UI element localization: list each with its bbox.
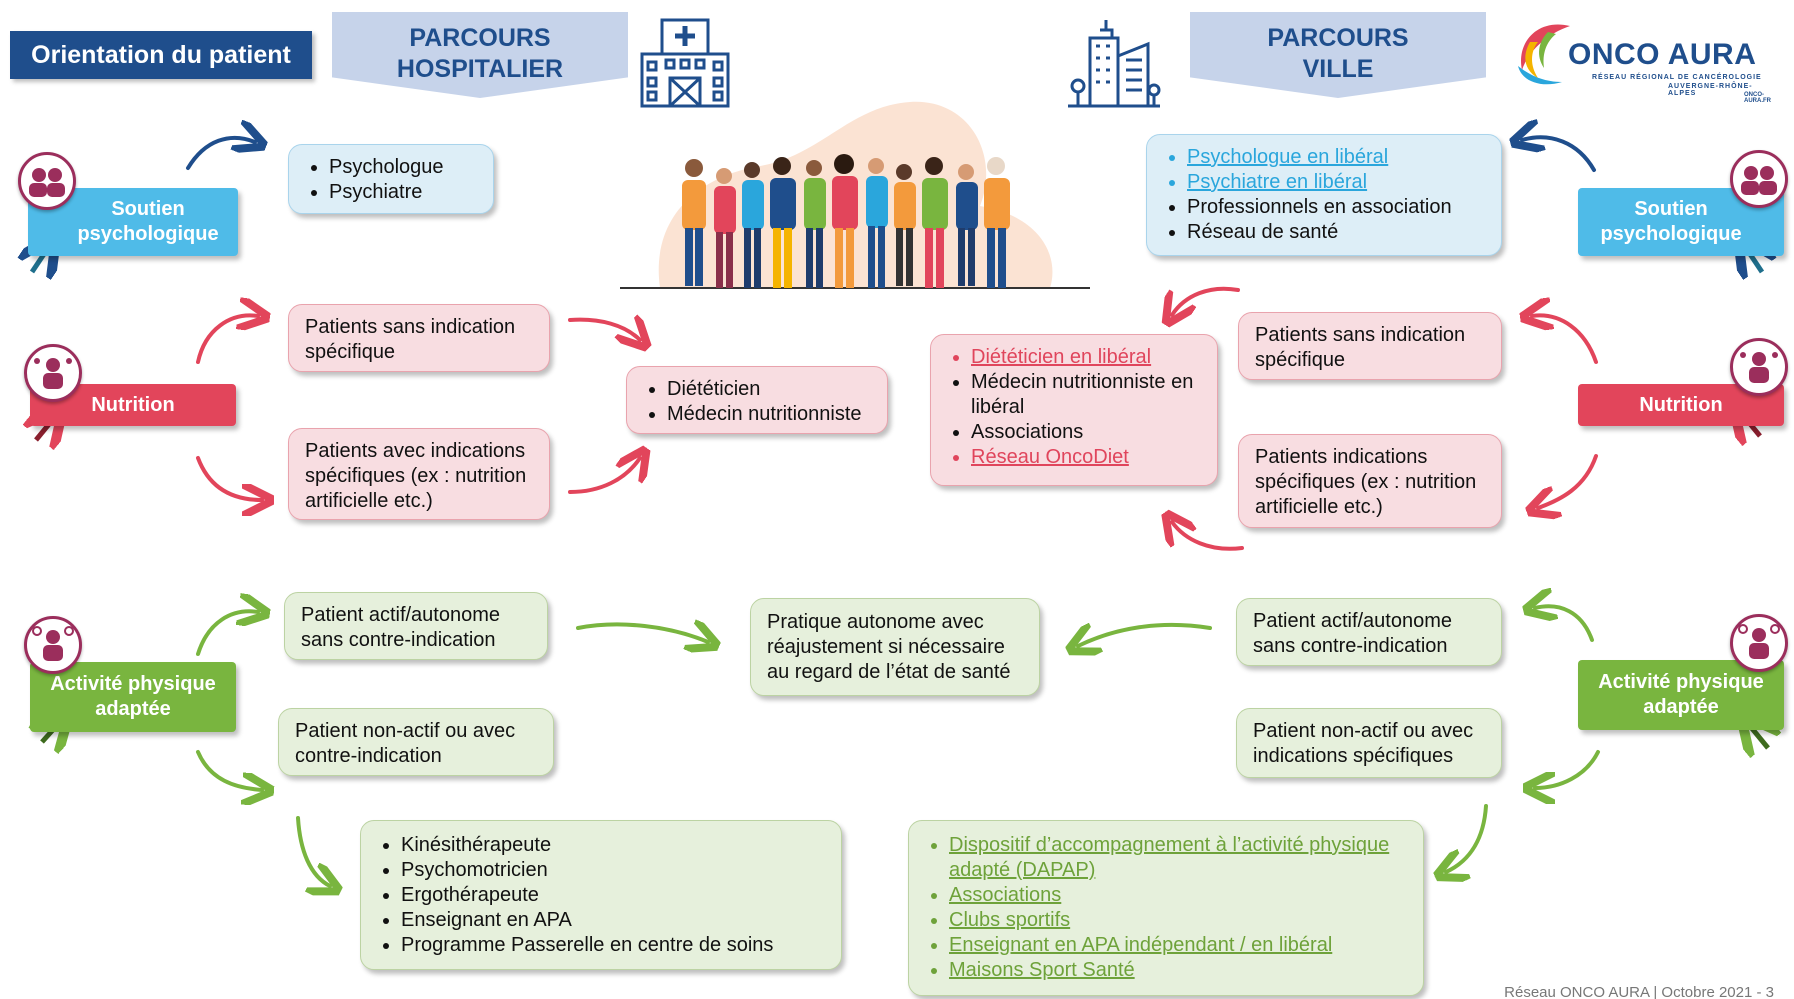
people-crowd-illustration (620, 101, 1090, 289)
link-reseau-oncodiet[interactable]: Réseau OncoDiet (971, 446, 1129, 468)
list-item: Programme Passerelle en centre de soins (401, 933, 825, 958)
link-clubs-sportifs[interactable]: Clubs sportifs (949, 909, 1071, 931)
banner-parcours-hospitalier: PARCOURS HOSPITALIER (332, 12, 628, 98)
link-maisons-sport-sante[interactable]: Maisons Sport Santé (949, 959, 1135, 981)
banner-line: HOSPITALIER (396, 55, 564, 83)
list-item: Réseau de santé (1187, 220, 1485, 245)
hospital-psy-box: Psychologue Psychiatre (288, 144, 494, 214)
hospital-icon (640, 18, 730, 108)
list-item: Diététicien en libéral (971, 345, 1201, 370)
list-item: Enseignant en APA indépendant / en libér… (949, 933, 1407, 958)
nutrition-person-icon (1730, 338, 1788, 396)
hospital-nut-sans-box: Patients sans indication spécifique (288, 304, 550, 372)
footer-text: Réseau ONCO AURA | Octobre 2021 - 3 (1504, 984, 1774, 999)
logo-url: ONCO-AURA.FR (1744, 92, 1771, 104)
hospital-apa-nonactif-box: Patient non-actif ou avec contre-indicat… (278, 708, 554, 776)
link-associations[interactable]: Associations (949, 884, 1062, 906)
list-item: Diététicien (667, 377, 871, 402)
ville-psy-box: Psychologue en libéral Psychiatre en lib… (1146, 134, 1502, 256)
hospital-apa-pros-box: Kinésithérapeute Psychomotricien Ergothé… (360, 820, 842, 970)
category-nutrition-left: Nutrition (30, 384, 236, 426)
list-item: Psychologue (329, 155, 477, 180)
list-item: Psychomotricien (401, 858, 825, 883)
link-psychologue-liberal[interactable]: Psychologue en libéral (1187, 146, 1389, 168)
list-item: Associations (971, 420, 1201, 445)
ville-nut-avec-box: Patients indications spécifiques (ex : n… (1238, 434, 1502, 528)
people-talking-icon (18, 152, 76, 210)
link-psychiatre-liberal[interactable]: Psychiatre en libéral (1187, 171, 1368, 193)
list-item: Clubs sportifs (949, 908, 1407, 933)
list-item: Psychiatre en libéral (1187, 170, 1485, 195)
banner-line: PARCOURS (1267, 24, 1409, 52)
ville-nut-pros-box: Diététicien en libéral Médecin nutrition… (930, 334, 1218, 486)
ville-apa-actif-box: Patient actif/autonome sans contre-indic… (1236, 598, 1502, 666)
category-soutien-left: Soutien psychologique (28, 188, 238, 256)
hospital-apa-actif-box: Patient actif/autonome sans contre-indic… (284, 592, 548, 660)
hospital-nut-avec-box: Patients avec indications spécifiques (e… (288, 428, 550, 520)
onco-aura-logo: ONCO AURA RÉSEAU RÉGIONAL DE CANCÉROLOGI… (1508, 10, 1778, 104)
banner-line: PARCOURS (409, 24, 551, 52)
logo-subtitle2: AUVERGNE-RHÔNE-ALPES (1668, 83, 1753, 97)
ville-nut-sans-box: Patients sans indication spécifique (1238, 312, 1502, 380)
sport-person-icon (24, 616, 82, 674)
logo-text: ONCO AURA (1568, 38, 1757, 71)
city-buildings-icon (1068, 20, 1161, 108)
banner-line: VILLE (1302, 55, 1374, 83)
list-item: Ergothérapeute (401, 883, 825, 908)
list-item: Dispositif d’accompagnement à l’activité… (949, 833, 1407, 883)
logo-subtitle: RÉSEAU RÉGIONAL DE CANCÉROLOGIE (1592, 74, 1762, 81)
banner-parcours-ville: PARCOURS VILLE (1190, 12, 1486, 98)
list-item: Associations (949, 883, 1407, 908)
people-talking-icon (1730, 150, 1788, 208)
link-dapap[interactable]: Dispositif d’accompagnement à l’activité… (949, 834, 1390, 881)
list-item: Psychiatre (329, 180, 477, 205)
logo-swirl-icon (1518, 24, 1570, 85)
sport-person-icon (1730, 614, 1788, 672)
pratique-autonome-box: Pratique autonome avec réajustement si n… (750, 598, 1040, 696)
page-title: Orientation du patient (10, 31, 312, 79)
list-item: Réseau OncoDiet (971, 445, 1201, 470)
ville-apa-links-box: Dispositif d’accompagnement à l’activité… (908, 820, 1424, 996)
link-dieteticien-liberal[interactable]: Diététicien en libéral (971, 346, 1152, 368)
list-item: Maisons Sport Santé (949, 958, 1407, 983)
link-enseignant-apa[interactable]: Enseignant en APA indépendant / en libér… (949, 934, 1333, 956)
list-item: Médecin nutritionniste en libéral (971, 370, 1201, 420)
category-activite-left: Activité physique adaptée (30, 662, 236, 732)
list-item: Kinésithérapeute (401, 833, 825, 858)
list-item: Professionnels en association (1187, 195, 1485, 220)
ville-apa-nonactif-box: Patient non-actif ou avec indications sp… (1236, 708, 1502, 778)
list-item: Enseignant en APA (401, 908, 825, 933)
list-item: Médecin nutritionniste (667, 402, 871, 427)
list-item: Psychologue en libéral (1187, 145, 1485, 170)
nutrition-person-icon (24, 344, 82, 402)
hospital-nut-pros-box: Diététicien Médecin nutritionniste (626, 366, 888, 434)
